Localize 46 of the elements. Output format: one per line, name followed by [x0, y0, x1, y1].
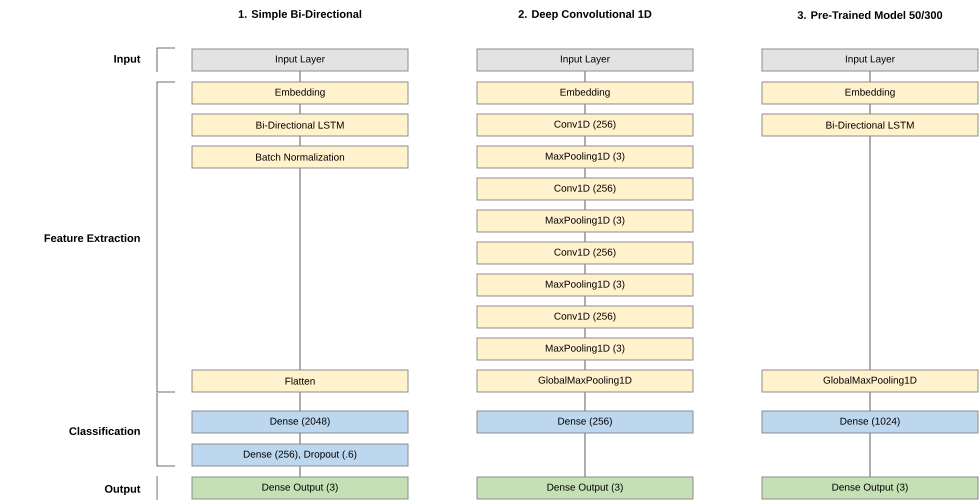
layer-box: Dense (2048)	[192, 410, 408, 434]
layer-box: Conv1D (256)	[476, 178, 694, 200]
connector-line	[584, 71, 586, 82]
layer-box: Dense (256)	[476, 410, 694, 434]
layer-box: Dense Output (3)	[192, 476, 408, 500]
section-label: Input	[114, 55, 140, 65]
layer-box: Flatten	[192, 370, 408, 392]
connector-line	[584, 232, 586, 242]
layer-box: Batch Normalization	[192, 146, 408, 168]
layer-box: Dense Output (3)	[476, 476, 694, 500]
layer-box: Conv1D (256)	[476, 242, 694, 264]
column-heading: 3. Pre-Trained Model 50/300	[798, 10, 942, 20]
connector-line	[584, 296, 586, 306]
layer-box: GlobalMaxPooling1D	[476, 370, 694, 392]
layer-box: Embedding	[192, 82, 408, 104]
layer-box: Dense (1024)	[762, 410, 978, 434]
connector-line	[584, 200, 586, 210]
layer-box: Embedding	[476, 82, 694, 104]
section-label: Feature Extraction	[44, 234, 140, 242]
layer-box: Dense (256), Dropout (.6)	[192, 444, 408, 466]
layer-box: MaxPooling1D (3)	[476, 274, 694, 296]
connector-line	[584, 328, 586, 338]
layer-box: Dense Output (3)	[762, 476, 978, 500]
section-label: Output	[104, 485, 140, 495]
layer-box: Conv1D (256)	[476, 114, 694, 136]
layer-box: MaxPooling1D (3)	[476, 146, 694, 168]
layer-box: GlobalMaxPooling1D	[762, 370, 978, 392]
layer-box: Input Layer	[476, 48, 694, 72]
layer-box: Input Layer	[762, 48, 978, 72]
layer-box: MaxPooling1D (3)	[476, 338, 694, 360]
connector-line	[584, 136, 586, 146]
layer-box: Bi-Directional LSTM	[762, 114, 978, 136]
connector-line	[584, 392, 586, 411]
layer-box: Conv1D (256)	[476, 306, 694, 328]
section-label: Classification	[69, 426, 140, 436]
layer-box: Input Layer	[192, 48, 408, 72]
layer-box: Bi-Directional LSTM	[192, 114, 408, 136]
connector-line	[584, 264, 586, 274]
connector-line	[584, 360, 586, 370]
connector-line	[584, 168, 586, 178]
connector-line	[584, 433, 586, 477]
column-heading: 2. Deep Convolutional 1D	[518, 10, 652, 20]
connector-line	[584, 104, 586, 114]
layer-box: Embedding	[762, 82, 978, 104]
layer-box: MaxPooling1D (3)	[476, 210, 694, 232]
column-heading: 1. Simple Bi-Directional	[238, 10, 362, 20]
